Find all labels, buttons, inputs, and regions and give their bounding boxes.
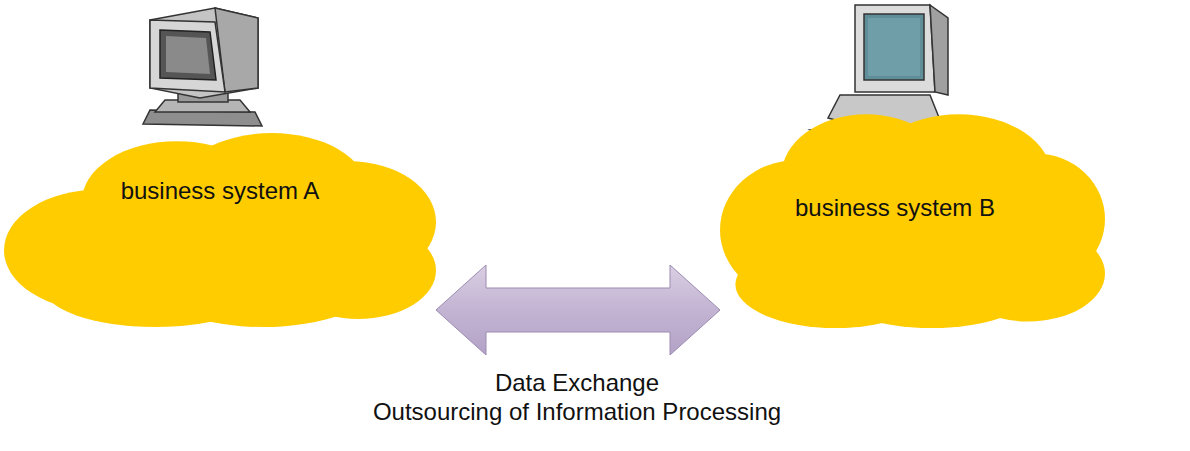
computer-a-icon <box>143 8 262 126</box>
cloud-shape <box>4 125 436 327</box>
node-label: business system B <box>795 194 995 223</box>
double-block-arrow <box>436 265 720 355</box>
node-label: business system A <box>121 177 320 206</box>
cloud-node: business system A <box>4 125 436 327</box>
caption-label: Data Exchange <box>495 369 659 398</box>
caption-label: Outsourcing of Information Processing <box>373 398 781 427</box>
cloud-node: business system B <box>720 110 1105 328</box>
